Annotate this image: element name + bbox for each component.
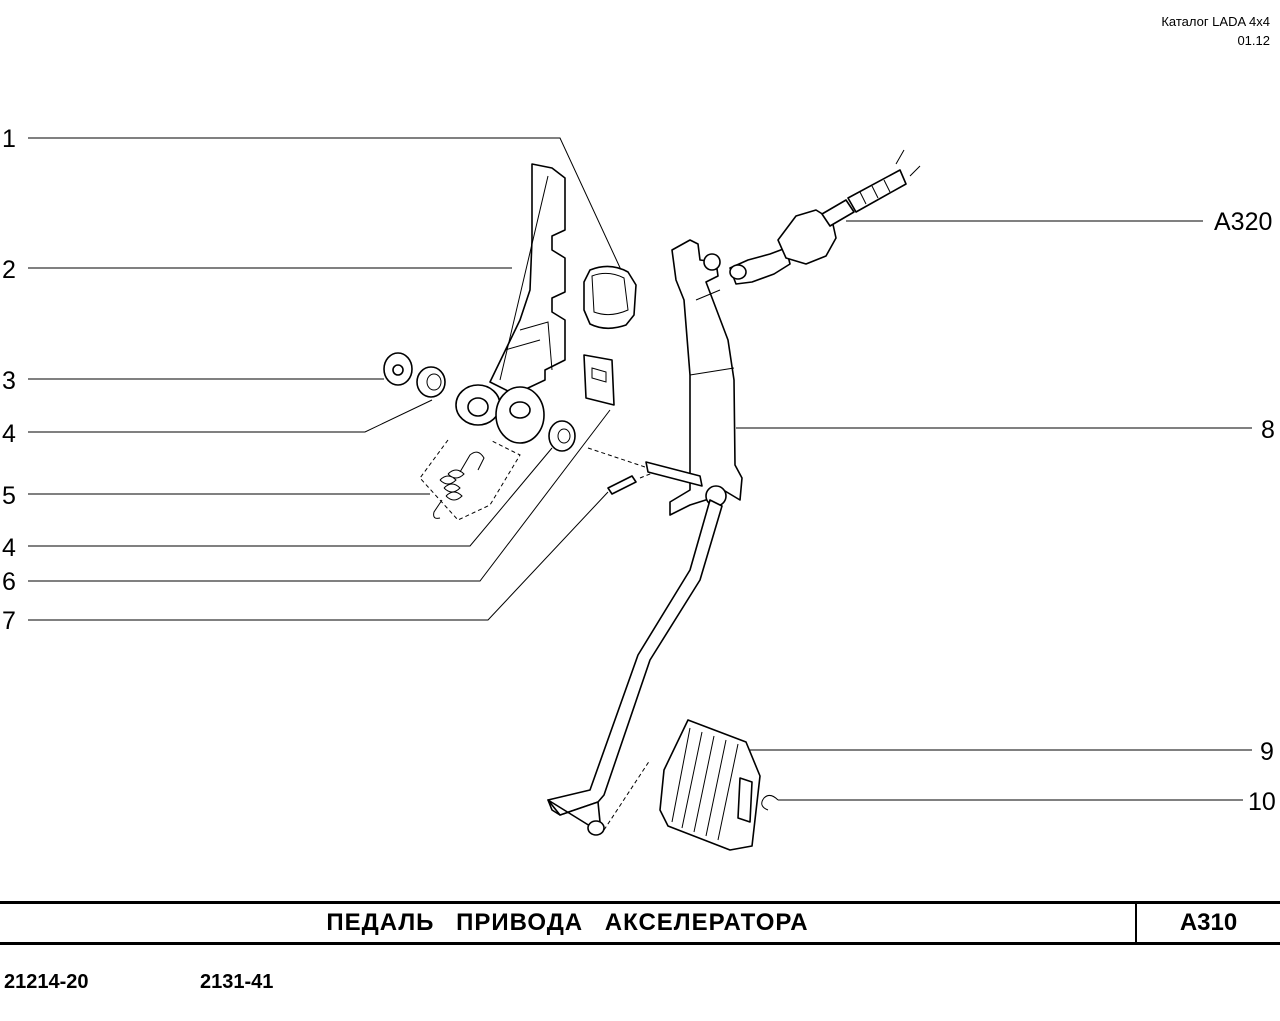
leader-lines — [28, 137, 1252, 801]
retaining-clip — [761, 794, 779, 811]
callout-4a: 4 — [2, 420, 16, 448]
bushing-4-lower — [548, 420, 576, 452]
callout-1: 1 — [2, 125, 16, 153]
callout-4b: 4 — [2, 534, 16, 562]
title-divider — [1135, 904, 1137, 942]
pedal-lever — [547, 239, 743, 836]
catalog-date: 01.12 — [1237, 33, 1270, 48]
callout-2: 2 — [2, 256, 16, 284]
callout-9: 9 — [1260, 738, 1274, 766]
catalog-header: Каталог LADA 4x4 01.12 — [1161, 12, 1270, 50]
callout-5: 5 — [2, 482, 16, 510]
callout-6: 6 — [2, 568, 16, 596]
title-bar: ПЕДАЛЬ ПРИВОДА АКСЕЛЕРАТОРА A310 — [0, 901, 1280, 945]
page-title: ПЕДАЛЬ ПРИВОДА АКСЕЛЕРАТОРА — [326, 909, 809, 936]
callout-8: 8 — [1261, 416, 1275, 444]
footer-model-1: 21214-20 — [4, 971, 89, 993]
catalog-name: Каталог LADA 4x4 — [1161, 14, 1270, 29]
page-code: A310 — [1179, 909, 1238, 936]
pedal-bracket — [455, 163, 566, 444]
callout-ref-a320: A320 — [1214, 208, 1272, 236]
exploded-parts-diagram: 1 2 3 4 5 4 6 7 8 9 10 A320 — [2, 125, 1276, 851]
callout-3: 3 — [2, 367, 16, 395]
spacer-plate — [583, 354, 615, 406]
throttle-cable-end — [729, 149, 921, 285]
rubber-plug — [583, 265, 637, 330]
callout-10: 10 — [1248, 788, 1276, 816]
bushing-4-upper — [416, 366, 446, 398]
axle-line — [587, 447, 649, 469]
pedal-pad — [659, 719, 761, 851]
washer-3 — [383, 352, 413, 386]
footer-model-2: 2131-41 — [200, 971, 274, 993]
callout-7: 7 — [2, 607, 16, 635]
return-spring — [419, 439, 521, 521]
